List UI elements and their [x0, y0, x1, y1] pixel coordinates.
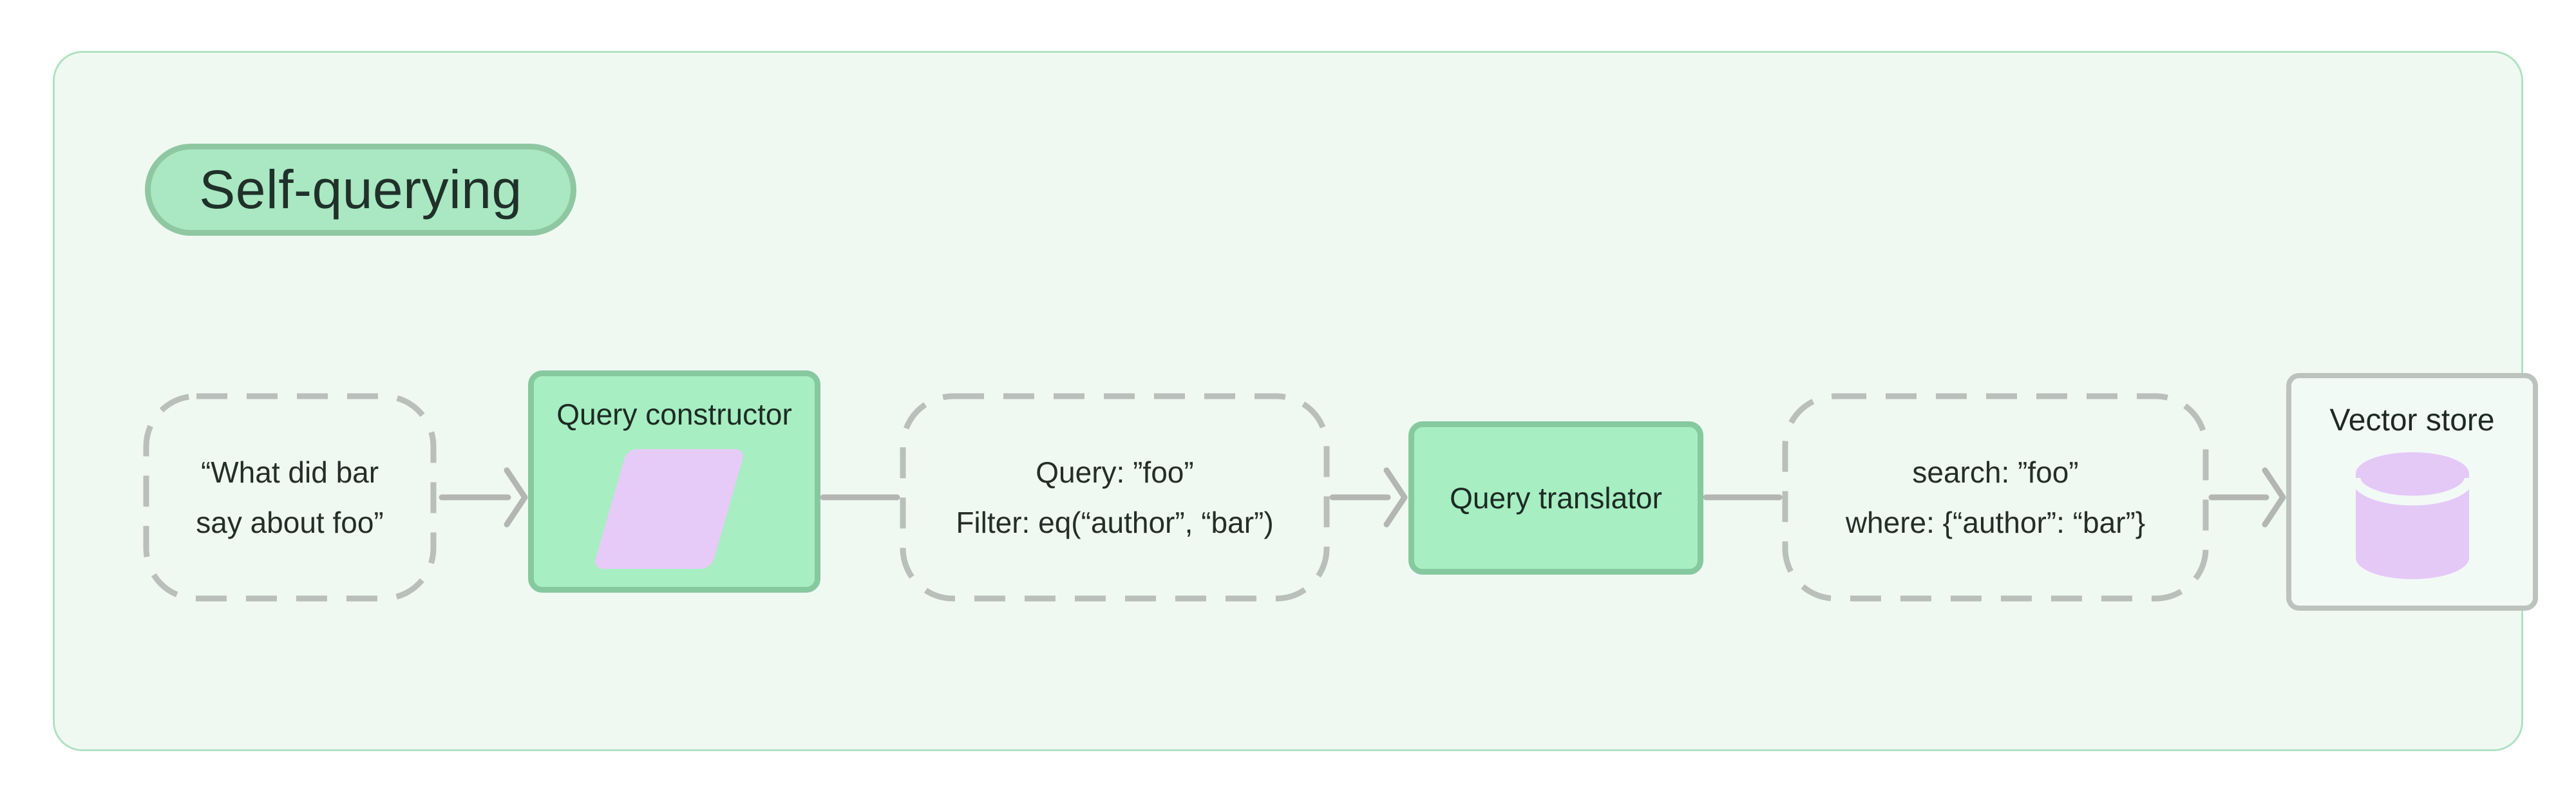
translated-query-line2: where: {“author”: “bar”}	[1845, 506, 2146, 539]
parallelogram-icon	[592, 449, 746, 569]
arrow-input-to-constructor	[439, 467, 528, 528]
translated-query-text: search: ”foo” where: {“author”: “bar”}	[1782, 393, 2209, 602]
diagram-panel: Self-querying	[53, 51, 2538, 751]
vector-store-node: Vector store	[2286, 373, 2538, 611]
translated-query-node: search: ”foo” where: {“author”: “bar”}	[1782, 393, 2209, 602]
structured-query-line2: Filter: eq(“author”, “bar”)	[956, 506, 1274, 539]
query-translator-label: Query translator	[1450, 481, 1662, 515]
query-constructor-node: Query constructor	[528, 370, 820, 593]
structured-query-text: Query: ”foo” Filter: eq(“author”, “bar”)	[900, 393, 1330, 602]
diagram-title: Self-querying	[199, 159, 522, 220]
structured-query-node: Query: ”foo” Filter: eq(“author”, “bar”)	[900, 393, 1330, 602]
input-query-line1: “What did bar	[200, 455, 379, 489]
input-query-text: “What did bar say about foo”	[143, 393, 437, 602]
input-query-node: “What did bar say about foo”	[143, 393, 437, 602]
structured-query-line1: Query: ”foo”	[1036, 455, 1194, 489]
dashed-border	[900, 393, 1330, 602]
database-icon	[2354, 452, 2470, 579]
query-constructor-label: Query constructor	[556, 397, 792, 431]
arrow-structured-query-to-translator	[1329, 467, 1408, 528]
dashed-border	[1782, 393, 2209, 602]
dashed-border	[143, 393, 437, 602]
input-query-line2: say about foo”	[196, 506, 384, 539]
diagram-title-badge: Self-querying	[145, 144, 576, 236]
vector-store-label: Vector store	[2329, 403, 2495, 437]
query-translator-node: Query translator	[1408, 421, 1703, 575]
arrow-translated-query-to-vector-store	[2208, 467, 2286, 528]
translated-query-line1: search: ”foo”	[1912, 455, 2079, 489]
